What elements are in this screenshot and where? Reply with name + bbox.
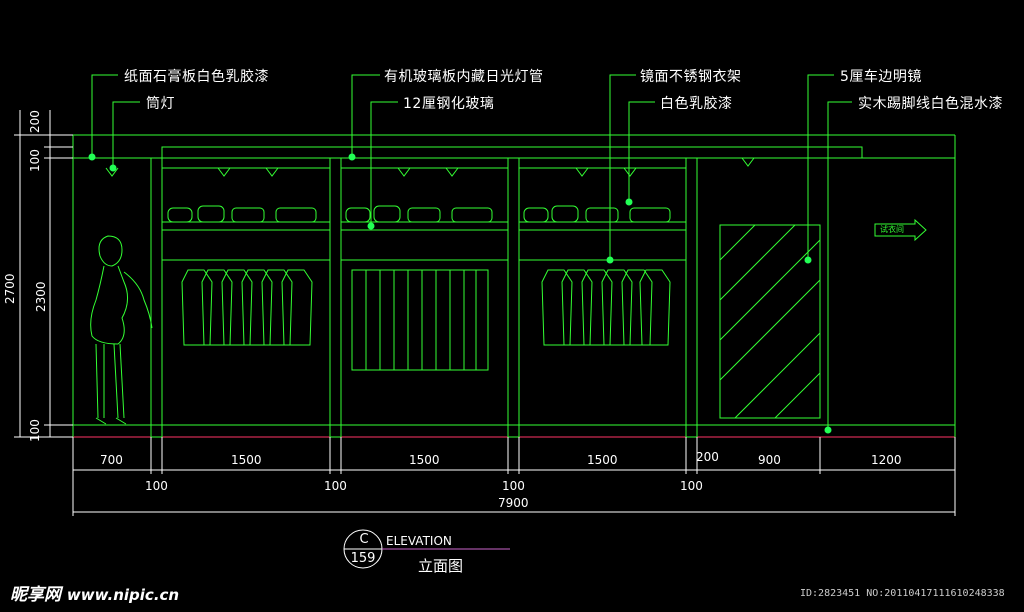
downlight bbox=[105, 167, 119, 177]
hanging-garments-2 bbox=[351, 269, 489, 371]
dim-column-100-c: 100 bbox=[502, 479, 525, 493]
title-symbol bbox=[343, 529, 510, 569]
watermark-id: ID:2823451 NO:20110417111610248338 bbox=[800, 588, 1005, 599]
mirror-hatch bbox=[719, 224, 796, 301]
niche-1 bbox=[161, 167, 331, 426]
column-1 bbox=[150, 157, 163, 438]
dim-total-height: 2700 bbox=[3, 273, 17, 304]
mirror-hatch bbox=[719, 224, 756, 261]
dimension-lines bbox=[14, 110, 956, 516]
niche-2 bbox=[340, 167, 509, 426]
callout-dots bbox=[88, 153, 832, 434]
dim-total-width: 7900 bbox=[498, 496, 529, 510]
mirror-hatch bbox=[719, 239, 821, 341]
shelf-2 bbox=[340, 221, 509, 231]
shelf-1 bbox=[161, 221, 331, 231]
linework bbox=[72, 134, 956, 438]
downlight bbox=[623, 167, 637, 177]
leader-lines bbox=[91, 74, 852, 430]
watermark-logo: 昵享网 www.nipic.cn bbox=[10, 580, 179, 605]
shelf-3 bbox=[518, 221, 687, 231]
hanging-garments-1 bbox=[181, 269, 313, 346]
dim-column-100-d: 100 bbox=[680, 479, 703, 493]
dim-width-900: 900 bbox=[758, 453, 781, 467]
dim-width-1500-c: 1500 bbox=[587, 453, 618, 467]
annotation-downlight: 筒灯 bbox=[146, 96, 175, 112]
folded-clothes bbox=[167, 205, 671, 223]
column-4 bbox=[685, 157, 698, 438]
mirror-frame bbox=[719, 224, 821, 419]
section-symbol-letter: C bbox=[359, 532, 369, 547]
downlight bbox=[445, 167, 459, 177]
hanging-garments-3 bbox=[541, 269, 671, 346]
dim-width-1500-a: 1500 bbox=[231, 453, 262, 467]
soffit-box bbox=[161, 146, 863, 159]
dim-width-1200: 1200 bbox=[871, 453, 902, 467]
annotation-white-paint: 白色乳胶漆 bbox=[660, 96, 733, 112]
annotation-tempered-glass: 12厘钢化玻璃 bbox=[403, 96, 495, 112]
column-3 bbox=[507, 157, 520, 438]
dim-height-100-bottom: 100 bbox=[28, 419, 42, 442]
mirror-hatch bbox=[734, 332, 821, 419]
dim-width-700: 700 bbox=[100, 453, 123, 467]
downlight bbox=[217, 167, 231, 177]
watermark-site: 昵享网 bbox=[10, 585, 61, 605]
dim-height-100-top: 100 bbox=[28, 149, 42, 172]
dim-column-100-b: 100 bbox=[324, 479, 347, 493]
mirror-hatch bbox=[774, 372, 821, 419]
downlight bbox=[741, 157, 755, 167]
downlight bbox=[265, 167, 279, 177]
watermark-url: www.nipic.cn bbox=[66, 586, 180, 604]
annotation-steel-rack: 镜面不锈钢衣架 bbox=[640, 69, 742, 85]
mannequin bbox=[90, 235, 153, 425]
annotation-gypsum-board: 纸面石膏板白色乳胶漆 bbox=[124, 69, 269, 85]
dim-height-200: 200 bbox=[28, 110, 42, 133]
downlight bbox=[575, 167, 589, 177]
dim-width-1500-b: 1500 bbox=[409, 453, 440, 467]
dim-height-2300: 2300 bbox=[34, 281, 48, 312]
dim-column-100-a: 100 bbox=[145, 479, 168, 493]
column-2 bbox=[329, 157, 342, 438]
title-english: ELEVATION bbox=[386, 534, 452, 548]
mirror-hatch bbox=[719, 279, 821, 381]
title-chinese: 立面图 bbox=[418, 557, 464, 575]
section-symbol-number: 159 bbox=[350, 551, 376, 566]
dim-width-200: 200 bbox=[696, 450, 719, 464]
annotation-acrylic-panel: 有机玻璃板内藏日光灯管 bbox=[384, 69, 544, 85]
annotation-skirting: 实木踢脚线白色混水漆 bbox=[858, 96, 1003, 112]
downlight bbox=[397, 167, 411, 177]
annotation-mirror: 5厘车边明镜 bbox=[840, 69, 922, 85]
fitting-room-label: 试衣间 bbox=[880, 225, 904, 234]
niche-3 bbox=[518, 167, 687, 426]
fitting-room-sign bbox=[874, 218, 927, 242]
